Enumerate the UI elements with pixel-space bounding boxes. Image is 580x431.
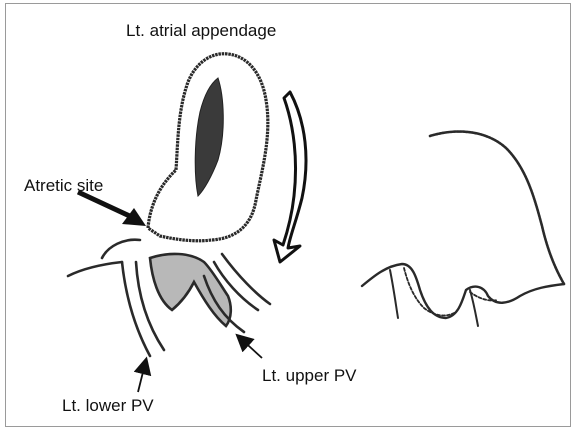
label-atrial-appendage: Lt. atrial appendage <box>126 22 276 39</box>
rotation-arrow-icon <box>274 92 306 262</box>
label-upper-pv: Lt. upper PV <box>262 367 357 384</box>
atretic-site-arrow-icon <box>78 192 146 226</box>
pv-junction <box>150 254 231 326</box>
atrial-appendage-after <box>362 132 564 326</box>
upper-pv-pointer-icon <box>238 336 262 358</box>
label-atretic-site: Atretic site <box>24 177 103 194</box>
lower-pv-pointer-icon <box>138 360 146 392</box>
appendage-lumen <box>195 78 223 196</box>
label-lower-pv: Lt. lower PV <box>62 397 154 414</box>
